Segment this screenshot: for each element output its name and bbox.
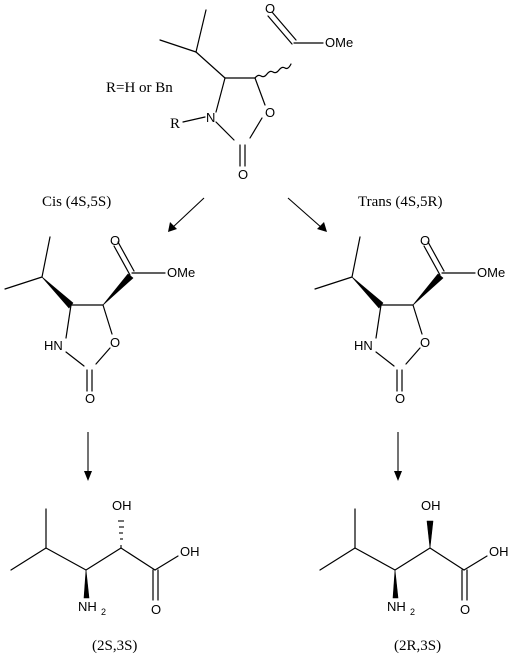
right-nh-label: NH	[387, 599, 406, 614]
trans-carbonyl-oxygen-label: O	[395, 391, 405, 406]
nitrogen-label: N	[206, 110, 215, 125]
ring-oxygen-label: O	[265, 105, 275, 120]
right-stereo-label: (2R,3S)	[394, 638, 441, 654]
cis-carbonyl-oxygen-label: O	[85, 391, 95, 406]
trans-ring-oxygen-label: O	[420, 335, 430, 350]
cis-label: Cis (4S,5S)	[42, 194, 111, 210]
product-right: OH OH O NH 2 (2R,3S)	[319, 498, 509, 654]
substituent-note: R=H or Bn	[106, 80, 173, 96]
left-acid-o-label: O	[151, 602, 161, 617]
arrow-to-cis	[168, 197, 205, 232]
r-group-label: R	[170, 116, 180, 132]
left-wedge-nh2	[83, 569, 90, 599]
left-acid-oh-label: OH	[180, 544, 200, 559]
right-acid-oh-label: OH	[489, 544, 509, 559]
trans-wedge-isopropyl	[351, 276, 384, 309]
cis-ring-oxygen-label: O	[110, 335, 120, 350]
right-oh-label: OH	[421, 498, 441, 513]
left-oh-label: OH	[112, 498, 132, 513]
left-stereo-label: (2S,3S)	[92, 638, 137, 654]
trans-wedge-ester	[412, 273, 444, 306]
top-oxazolidinone: R=H or Bn R N O O O OMe	[106, 1, 353, 182]
arrow-trans-down	[394, 432, 402, 481]
right-wedge-oh	[426, 520, 434, 549]
trans-oxazolidinone: HN O O O OMe	[314, 233, 505, 406]
cis-wedge-ester	[102, 273, 134, 306]
product-left: OH OH O NH 2 (2S,3S)	[10, 498, 200, 654]
trans-label: Trans (4S,5R)	[358, 194, 442, 210]
left-nh-subscript: 2	[101, 607, 106, 617]
trans-hn-label: HN	[354, 338, 373, 353]
left-nh-label: NH	[78, 599, 97, 614]
cis-ester-ome-label: OMe	[167, 265, 195, 280]
left-hash-oh	[118, 520, 124, 548]
trans-ester-ome-label: OMe	[477, 265, 505, 280]
carbonyl-oxygen-label: O	[238, 167, 248, 182]
cis-hn-label: HN	[44, 338, 63, 353]
cis-oxazolidinone: HN O O O OMe	[4, 233, 195, 406]
arrow-cis-down	[84, 432, 92, 481]
ester-ome-label: OMe	[325, 35, 353, 50]
right-acid-o-label: O	[460, 602, 470, 617]
arrow-to-trans	[287, 197, 327, 232]
cis-wedge-isopropyl	[41, 276, 74, 309]
ester-oxygen-label: O	[265, 1, 275, 16]
right-nh-subscript: 2	[410, 607, 415, 617]
trans-ester-oxygen-label: O	[420, 233, 430, 248]
right-wedge-nh2	[392, 569, 399, 599]
cis-ester-oxygen-label: O	[110, 233, 120, 248]
